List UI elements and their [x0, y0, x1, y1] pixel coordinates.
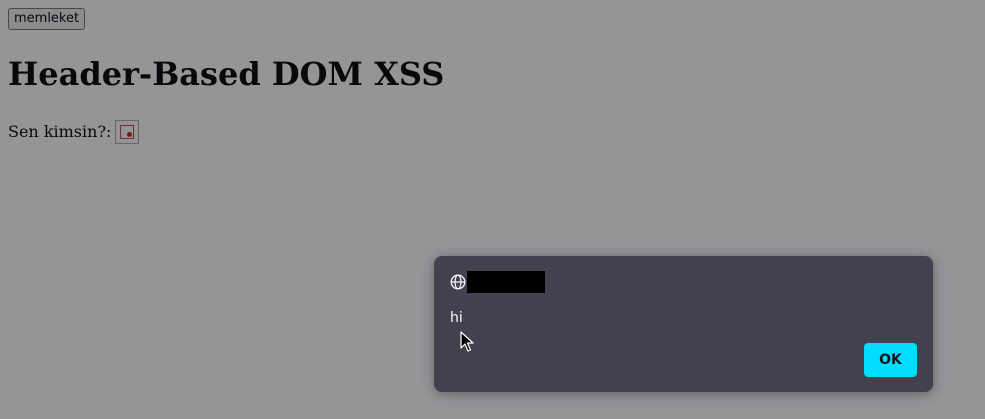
page-title: Header-Based DOM XSS [8, 55, 445, 93]
memleket-button[interactable]: memleket [8, 8, 86, 30]
mouse-cursor-icon [460, 331, 474, 352]
dialog-message: hi [450, 310, 463, 326]
redacted-origin [467, 271, 545, 293]
ok-button[interactable]: OK [864, 343, 917, 377]
who-are-you-row: Sen kimsin?: [8, 118, 140, 144]
globe-icon [450, 274, 466, 290]
alert-dialog: hi OK [434, 256, 933, 392]
broken-image-glyph [120, 125, 135, 139]
broken-image-icon [115, 120, 140, 144]
who-are-you-label: Sen kimsin?: [8, 122, 112, 141]
dialog-origin [450, 271, 545, 293]
